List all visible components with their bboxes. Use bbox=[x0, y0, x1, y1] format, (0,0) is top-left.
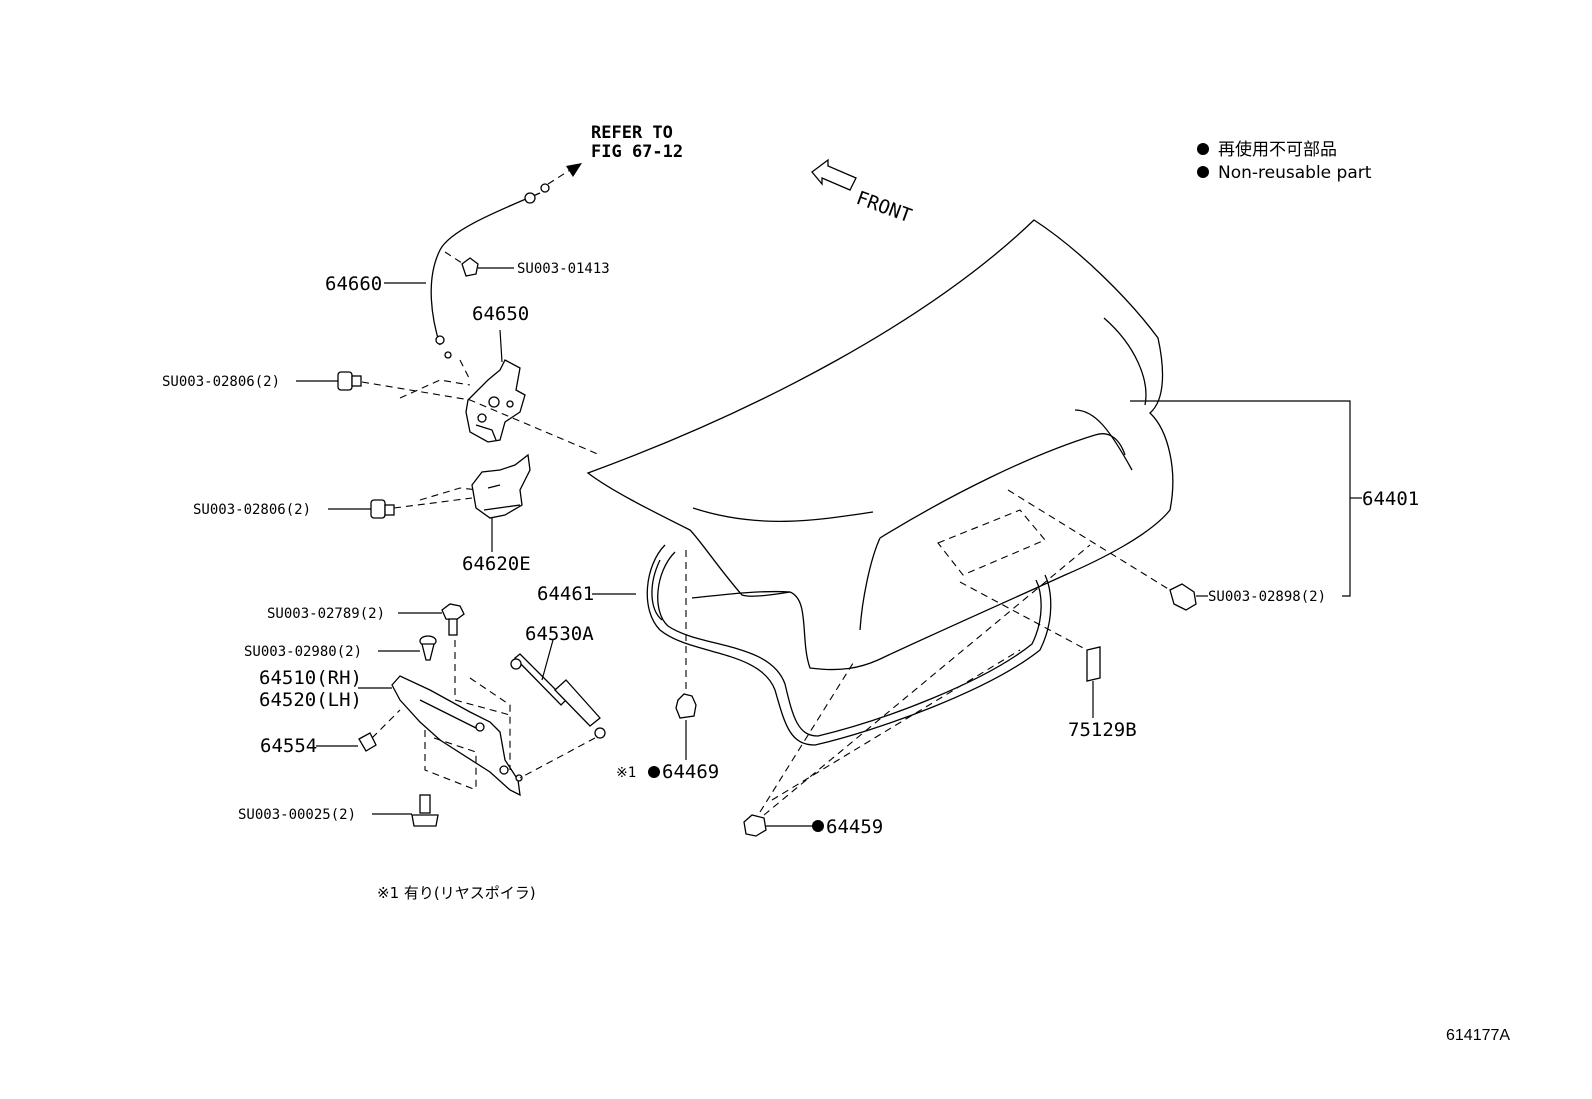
part-64530a[interactable]: 64530A bbox=[525, 623, 594, 645]
part-su003-02806-a[interactable]: SU003-02806(2) bbox=[162, 374, 280, 390]
weatherstrip[interactable] bbox=[646, 544, 1052, 746]
legend: 再使用不可部品 Non-reusable part bbox=[1197, 139, 1372, 183]
bolt-02806-b[interactable] bbox=[370, 499, 395, 519]
plug-64459[interactable] bbox=[743, 814, 767, 837]
legend-jp: 再使用不可部品 bbox=[1218, 139, 1337, 160]
bolt-00025[interactable] bbox=[411, 794, 439, 827]
refer-arrow-icon bbox=[547, 163, 582, 185]
part-64459[interactable]: 64459 bbox=[826, 816, 883, 838]
clip-02980[interactable] bbox=[419, 635, 437, 661]
trunk-lock[interactable] bbox=[465, 359, 526, 443]
non-reusable-dot-icon bbox=[1197, 166, 1209, 178]
part-64461[interactable]: 64461 bbox=[537, 583, 594, 605]
part-su003-02789[interactable]: SU003-02789(2) bbox=[267, 606, 385, 622]
part-64554[interactable]: 64554 bbox=[260, 735, 317, 757]
part-64401[interactable]: 64401 bbox=[1362, 488, 1419, 510]
svg-text:FRONT: FRONT bbox=[853, 187, 914, 227]
part-64510-rh[interactable]: 64510(RH) bbox=[259, 667, 362, 689]
part-su003-01413[interactable]: SU003-01413 bbox=[517, 261, 610, 277]
part-64650[interactable]: 64650 bbox=[472, 303, 529, 325]
legend-en: Non-reusable part bbox=[1218, 163, 1372, 183]
part-64520-lh[interactable]: 64520(LH) bbox=[259, 689, 362, 711]
footnote: ※1 有り(リヤスポイラ) bbox=[377, 884, 536, 902]
clip-02898[interactable] bbox=[1007, 489, 1197, 611]
cushion-64554[interactable] bbox=[358, 709, 401, 752]
striker[interactable] bbox=[471, 453, 531, 519]
clip-01413[interactable] bbox=[444, 251, 479, 277]
part-64469-prefix: ※1 bbox=[616, 765, 636, 781]
part-su003-02898[interactable]: SU003-02898(2) bbox=[1208, 589, 1326, 605]
part-64469[interactable]: 64469 bbox=[662, 761, 719, 783]
label-75129b[interactable] bbox=[959, 581, 1101, 682]
hinge[interactable] bbox=[391, 675, 523, 797]
front-arrow-icon: FRONT bbox=[811, 158, 915, 227]
non-reusable-dot-icon bbox=[648, 766, 660, 778]
part-75129b[interactable]: 75129B bbox=[1068, 719, 1137, 741]
part-su003-00025[interactable]: SU003-00025(2) bbox=[238, 807, 356, 823]
leader-lines bbox=[296, 267, 1362, 827]
lid-emblem-area bbox=[937, 509, 1046, 576]
gas-strut[interactable] bbox=[510, 653, 606, 739]
trunk-lid[interactable] bbox=[586, 219, 1174, 671]
non-reusable-dot-icon bbox=[812, 820, 824, 832]
plug-64469[interactable] bbox=[675, 550, 697, 719]
bolt-02806-a[interactable] bbox=[337, 371, 362, 391]
part-su003-02806-b[interactable]: SU003-02806(2) bbox=[193, 502, 311, 518]
part-64620e[interactable]: 64620E bbox=[462, 553, 531, 575]
refer-note-line1: REFER TO bbox=[591, 123, 673, 143]
figure-id: 614177A bbox=[1446, 1027, 1510, 1044]
refer-note-line2: FIG 67-12 bbox=[591, 142, 683, 162]
bolt-02789[interactable] bbox=[441, 603, 465, 636]
non-reusable-dot-icon bbox=[1197, 143, 1209, 155]
part-su003-02980[interactable]: SU003-02980(2) bbox=[244, 644, 362, 660]
part-64660[interactable]: 64660 bbox=[325, 273, 382, 295]
release-cable[interactable] bbox=[430, 183, 550, 359]
